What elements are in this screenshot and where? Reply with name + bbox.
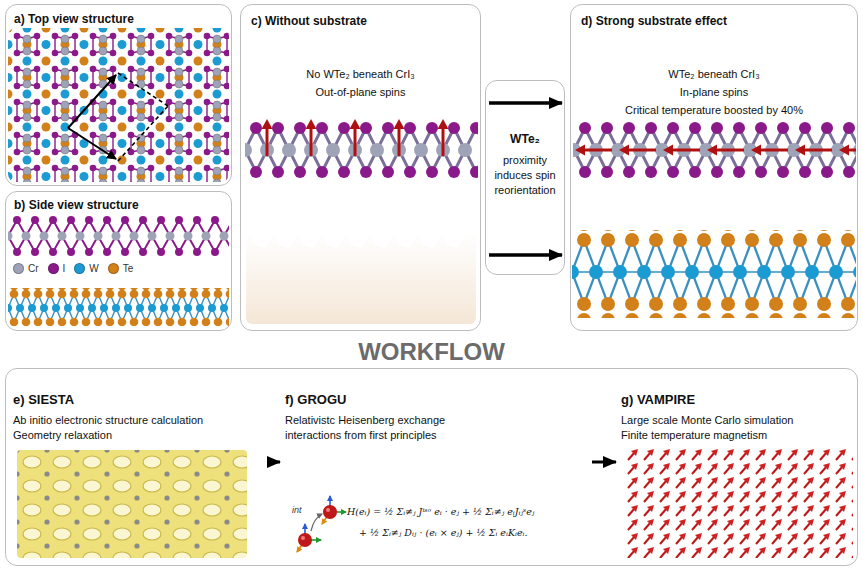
panel: c) Without substrate No WTe₂ beneath CrI₃…: [240, 4, 481, 331]
panel-title: b) Side view structure: [14, 197, 223, 213]
top-view-lattice: [8, 28, 229, 182]
vampire-spins: [625, 448, 853, 558]
formula: + ½ Σᵢ≠ⱼ Dᵢⱼ · (eᵢ × eⱼ) + ½ Σᵢ eᵢKᵢeᵢ.: [359, 526, 587, 539]
step-title: e) SIESTA: [13, 391, 265, 409]
label-holder: int: [292, 499, 302, 517]
panel: d) Strong substrate effectWTe₂ beneath C…: [570, 4, 858, 331]
workflow-step: g) VAMPIRE Large scale Monte Carlo simula…: [621, 391, 856, 561]
legend-item: W: [74, 263, 98, 274]
box-title: WTe₂: [490, 131, 560, 147]
legend-text: Te: [123, 263, 134, 274]
panel-title: c) Without substrate: [251, 13, 470, 29]
legend-swatch: [13, 263, 24, 274]
legend-item: Te: [108, 263, 134, 274]
flow-arrow: [270, 461, 280, 464]
workflow-step: e) SIESTA Ab initio electronic structure …: [13, 391, 265, 561]
legend-text: W: [89, 263, 98, 274]
panel-text: Out-of-plane spins: [251, 85, 470, 100]
panel-title: a) Top view structure: [14, 11, 223, 27]
step-text: Geometry relaxation: [13, 428, 265, 443]
side-view-structure: [8, 214, 229, 326]
step-text: Large scale Monte Carlo simulation: [621, 413, 856, 428]
cri3-in-plane-on-wte2: [572, 118, 856, 318]
legend-item: I: [48, 263, 66, 274]
figure-label: int: [292, 505, 302, 515]
section-heading: WORKFLOW: [6, 339, 857, 365]
panel-text: WTe₂ beneath CrI₃: [581, 67, 847, 82]
panel-text: In-plane spins: [581, 85, 847, 100]
legend: Cr I W Te: [13, 263, 142, 274]
cri3-out-of-plane: [245, 118, 478, 324]
legend-text: I: [63, 263, 66, 274]
box-text: proximity induces spin reorientation: [490, 153, 560, 198]
step-title: g) VAMPIRE: [621, 391, 856, 409]
legend-swatch: [48, 263, 59, 274]
formula: H(eᵢ) = ½ Σᵢ≠ⱼ Jⁱˢᵒ eᵢ · eⱼ + ½ Σᵢ≠ⱼ eᵢJ…: [347, 505, 587, 518]
legend-swatch: [74, 263, 85, 274]
legend-swatch: [108, 263, 119, 274]
panel: a) Top view structure: [5, 4, 232, 186]
step-text: Relativistc Heisenberg exchange interact…: [285, 413, 480, 443]
process-box: WTe₂ proximity induces spin reorientation: [485, 80, 565, 275]
workflow-step: f) GROGU Relativistc Heisenberg exchange …: [285, 391, 587, 561]
workflow-panel: WORKFLOWe) SIESTAAb initio electronic st…: [5, 368, 858, 566]
step-text: Ab initio electronic structure calculati…: [13, 413, 265, 428]
flow-arrow: [489, 101, 562, 105]
step-title: f) GROGU: [285, 391, 587, 409]
legend-text: Cr: [28, 263, 39, 274]
panel-text: Critical temperature boosted by 40%: [581, 103, 847, 118]
flow-arrow: [489, 253, 562, 257]
flow-arrow: [592, 461, 616, 464]
panel: b) Side view structure: [5, 191, 232, 331]
step-text: Finite temperature magnetism: [621, 428, 856, 443]
panel-text: No WTe₂ beneath CrI₃: [251, 67, 470, 82]
spin-pair-figure: [297, 496, 346, 552]
panel-title: d) Strong substrate effect: [581, 13, 847, 29]
siesta-density: [17, 450, 247, 558]
legend-item: Cr: [13, 263, 39, 274]
